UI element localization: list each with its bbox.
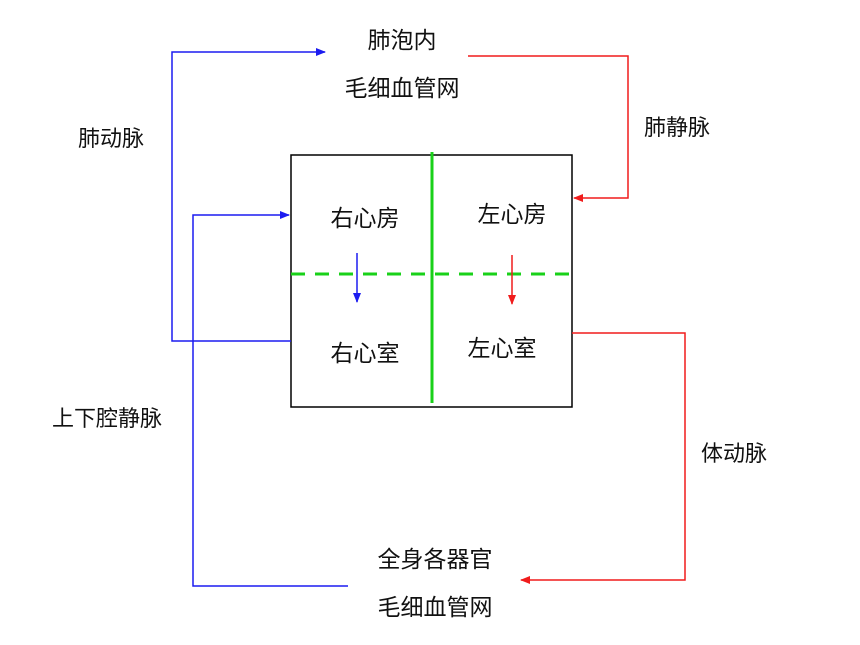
vena-cava-label: 上下腔静脉 (52, 407, 162, 432)
aorta-label: 体动脉 (701, 442, 767, 467)
pulmonary-vein-label: 肺静脉 (644, 116, 710, 141)
pulmonary-artery-path (171, 48, 326, 342)
right-ventricle-label: 右心室 (331, 341, 400, 367)
aorta-path (520, 332, 686, 584)
lung-capillaries-label-line1: 肺泡内 (368, 28, 437, 54)
vena-cava-path (192, 211, 348, 587)
lung-capillaries-label-line2: 毛细血管网 (345, 76, 460, 102)
left-atrium-label: 左心房 (478, 202, 547, 228)
right-atrium-label: 右心房 (331, 206, 400, 232)
body-capillaries-label-line1: 全身各器官 (378, 547, 493, 573)
body-capillaries-label-line2: 毛细血管网 (378, 595, 493, 621)
pulmonary-artery-label: 肺动脉 (78, 127, 144, 152)
pulmonary-vein-path (468, 55, 629, 202)
left-ventricle-label: 左心室 (468, 336, 537, 362)
